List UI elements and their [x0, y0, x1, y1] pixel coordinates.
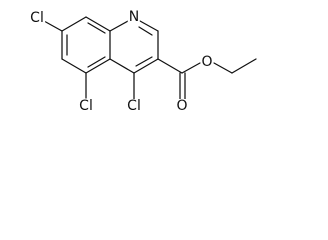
carbonyl-oxygen-label: O — [175, 98, 189, 114]
bond-c3-c4-inner — [135, 56, 153, 67]
bond-n1-c2-inner — [138, 26, 153, 36]
bond-c8-c8a-inner — [87, 22, 106, 34]
bond-carbonyl-ether-o — [181, 62, 201, 74]
bond-c4-c4a — [109, 58, 135, 74]
bond-c8-c8a — [85, 16, 111, 32]
bond-c4a-c5-inner — [87, 56, 106, 68]
chemical-structure: N Cl Cl Cl O O — [29, 9, 257, 114]
bond-c8a-n1 — [109, 20, 129, 32]
bond-c3-c4 — [133, 58, 159, 74]
chlorine-4-label: Cl — [126, 98, 142, 114]
bond-c3-carbonyl — [157, 58, 183, 74]
bond-ch2-ch3 — [231, 58, 257, 74]
bond-ether-o-ch2 — [213, 62, 233, 74]
ester-oxygen-label: O — [200, 54, 214, 70]
chlorine-5-label: Cl — [78, 98, 94, 114]
bond-c4a-c5 — [85, 58, 111, 74]
nitrogen-label: N — [127, 9, 141, 25]
bond-c7-c8 — [61, 16, 87, 32]
bond-c7-cl — [43, 20, 63, 32]
bond-lines — [43, 16, 257, 101]
bond-n1-c2 — [139, 20, 159, 32]
bond-c5-c6 — [61, 58, 87, 74]
chlorine-7-label: Cl — [29, 10, 45, 26]
